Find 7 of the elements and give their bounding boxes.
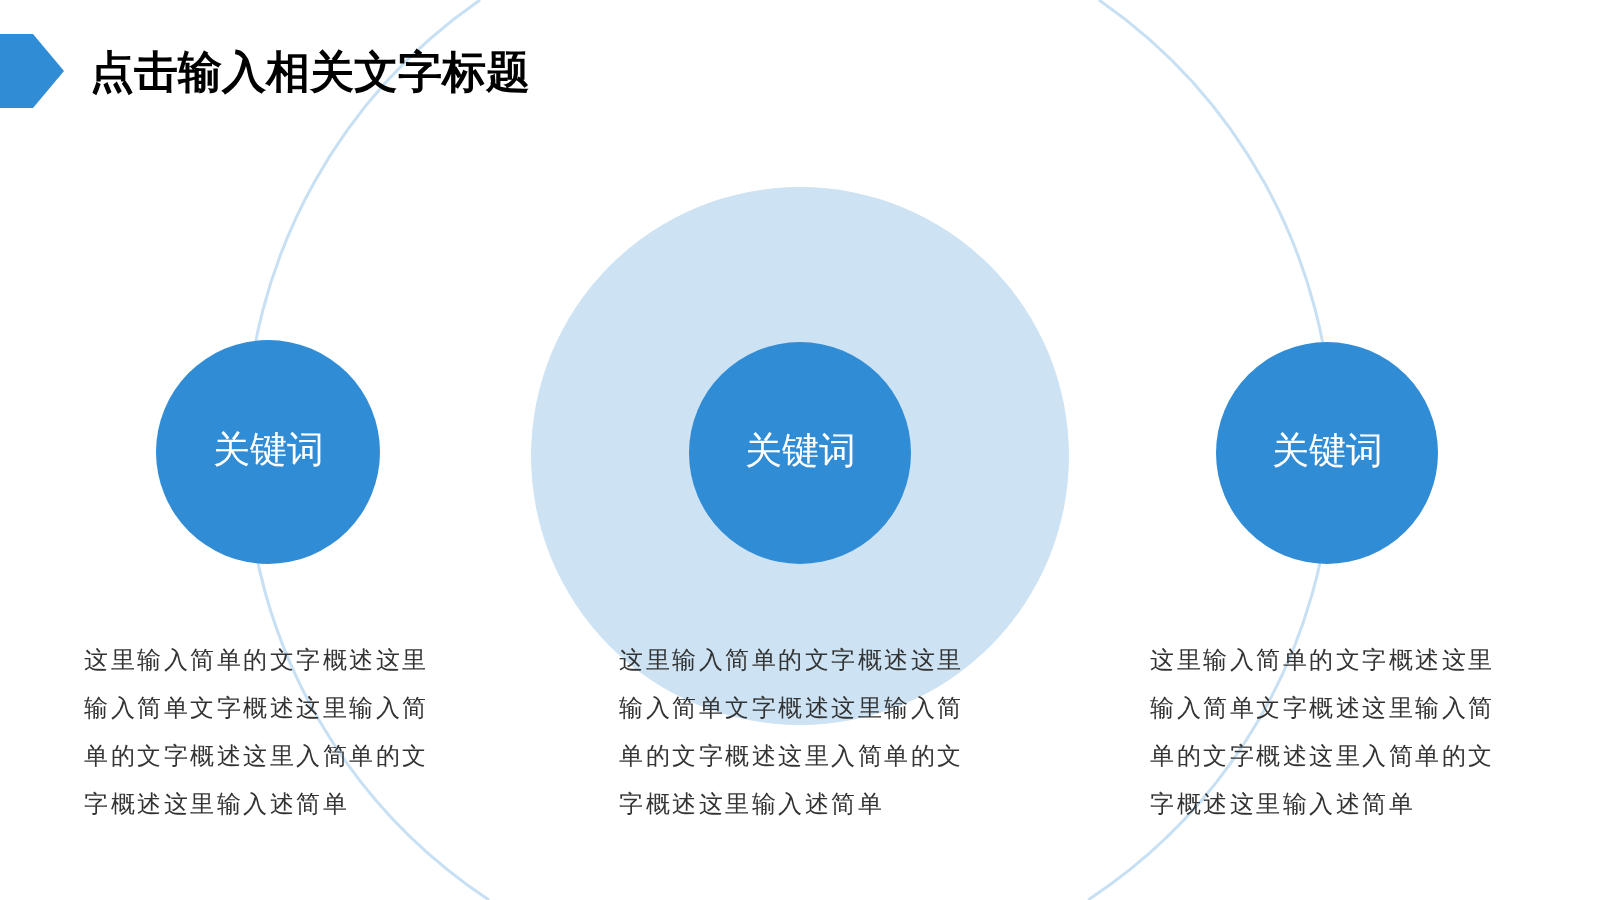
keyword-label: 关键词 [212,428,324,472]
description-text: 这里输入简单的文字概述这里输入简单文字概述这里输入简单的文字概述这里入简单的文字概述这里输入述简单 [619,645,965,820]
keyword-label: 关键词 [1271,429,1383,473]
description-text: 这里输入简单的文字概述这里输入简单文字概述这里输入简单的文字概述这里入简单的文字概述这里输入述简单 [84,645,430,820]
keyword-label: 关键词 [744,429,856,473]
slide-title: 点击输入相关文字标题 [90,46,530,98]
description-text: 这里输入简单的文字概述这里输入简单文字概述这里输入简单的文字概述这里入简单的文字概述这里输入述简单 [1150,645,1496,820]
